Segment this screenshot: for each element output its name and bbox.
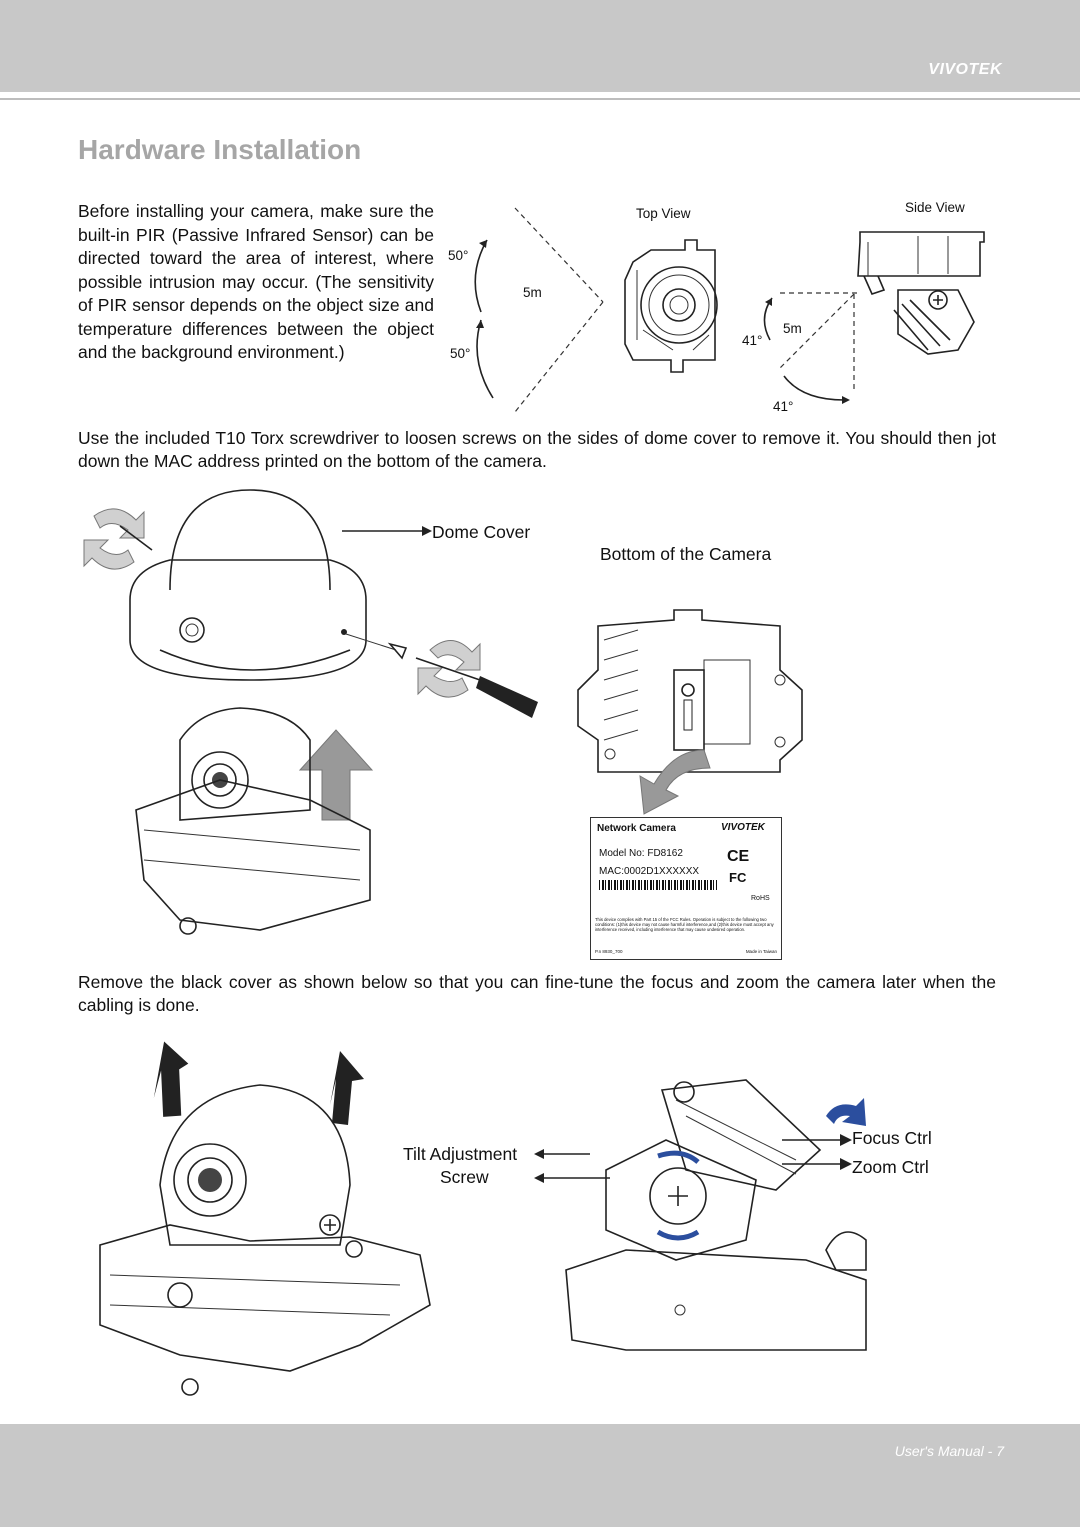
top-distance: 5m	[523, 285, 542, 300]
label-part: P.n 8930_700	[595, 949, 623, 954]
top-view-title: Top View	[636, 206, 691, 221]
focus-ctrl-label: Focus Ctrl	[852, 1128, 932, 1148]
dome-camera-illustration	[83, 489, 538, 935]
product-label-card: Network Camera VIVOTEK Model No: FD8162 …	[590, 817, 782, 960]
tilt-screw-label: Screw	[440, 1167, 489, 1187]
lens-module-illustration	[565, 1079, 867, 1351]
fcc-mark-icon: FC	[729, 870, 747, 885]
zoom-ctrl-label: Zoom Ctrl	[852, 1157, 929, 1177]
footer-bar	[0, 1424, 1080, 1527]
dome-cover-label: Dome Cover	[432, 522, 531, 542]
tilt-pointers	[534, 1149, 610, 1183]
brand-logo: VIVOTEK	[928, 61, 1002, 78]
label-rohs: RoHS	[751, 895, 770, 902]
ce-mark-icon: CE	[727, 848, 750, 865]
label-model: Model No: FD8162	[599, 848, 683, 859]
focus-zoom-pointers	[782, 1134, 852, 1170]
top-angle-upper: 50°	[448, 248, 469, 263]
cover-paragraph: Use the included T10 Torx screwdriver to…	[78, 428, 996, 471]
top-view-diagram	[474, 207, 718, 413]
header-divider	[0, 98, 1080, 100]
page-title: Hardware Installation	[78, 134, 362, 165]
rotate-arrow-icon-2	[417, 640, 481, 698]
side-distance: 5m	[783, 321, 802, 336]
barcode	[599, 880, 717, 890]
bottom-camera-label: Bottom of the Camera	[600, 544, 772, 564]
rotate-arrow-icon	[83, 508, 145, 570]
camera-bottom-illustration	[577, 609, 803, 815]
side-angle-vertical: 41°	[742, 333, 763, 348]
side-view-diagram	[763, 231, 985, 404]
dome-cover-pointer	[342, 526, 432, 536]
label-mac: MAC:0002D1XXXXXX	[599, 866, 700, 877]
label-heading: Network Camera	[597, 823, 676, 834]
label-fcc-text: This device complies with Part 15 of the…	[595, 917, 774, 932]
page-number: User's Manual - 7	[894, 1443, 1004, 1459]
header-bar	[0, 0, 1080, 92]
label-brand: VIVOTEK	[721, 822, 765, 833]
side-view-title: Side View	[905, 200, 965, 215]
focus-paragraph: Remove the black cover as shown below so…	[78, 972, 996, 1015]
open-camera-illustration	[99, 1041, 431, 1396]
side-angle-horizontal: 41°	[773, 399, 794, 414]
pir-paragraph: Before installing your camera, make sure…	[78, 201, 434, 362]
tilt-adjustment-label: Tilt Adjustment	[403, 1144, 518, 1164]
label-made-in: Made in Taiwan	[745, 949, 777, 954]
top-angle-lower: 50°	[450, 346, 471, 361]
